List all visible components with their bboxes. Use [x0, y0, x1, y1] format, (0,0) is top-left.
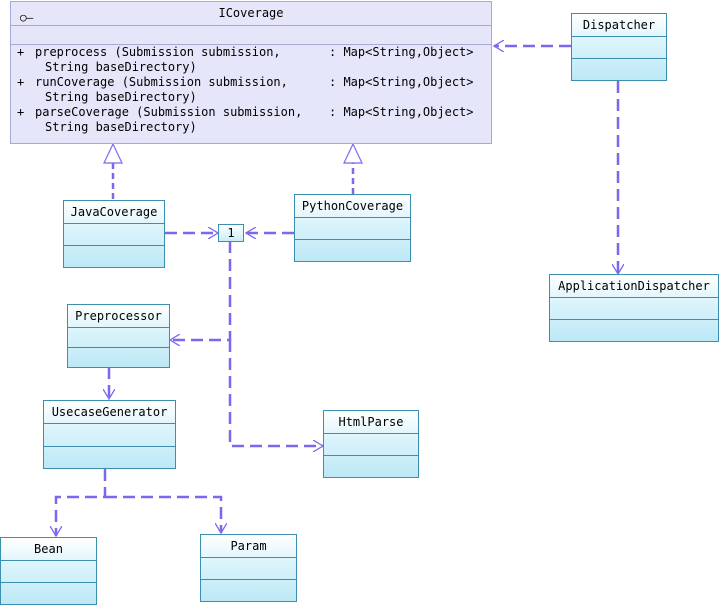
operation-preprocess: + preprocess (Submission submission, : M… [11, 45, 491, 75]
class-attributes [68, 328, 169, 348]
realization-triangle-python [343, 142, 363, 164]
class-name: PythonCoverage [295, 195, 410, 218]
class-python-coverage[interactable]: PythonCoverage [294, 194, 411, 262]
operation-name: runCoverage (Submission submission, [35, 75, 288, 89]
operation-return: : Map<String,Object> [329, 45, 474, 59]
class-name: Bean [1, 538, 96, 561]
edge-usecase-param [105, 495, 221, 533]
class-operations [550, 320, 718, 342]
class-preprocessor[interactable]: Preprocessor [67, 304, 170, 368]
class-attributes [201, 558, 296, 580]
class-operations [201, 580, 296, 602]
class-attributes [324, 434, 418, 456]
class-java-coverage[interactable]: JavaCoverage [63, 200, 165, 268]
class-operations [44, 447, 175, 469]
class-operations [64, 246, 164, 268]
operation-parsecoverage: + parseCoverage (Submission submission, … [11, 105, 491, 135]
class-name: HtmlParse [324, 411, 418, 434]
junction-node[interactable]: 1 [218, 224, 244, 242]
class-operations [1, 583, 96, 605]
class-operations [295, 240, 410, 262]
class-name: ApplicationDispatcher [550, 275, 718, 298]
operation-visibility: + [17, 75, 25, 89]
class-attributes [572, 37, 666, 59]
operation-continuation: String baseDirectory) [45, 90, 197, 104]
class-attributes [64, 224, 164, 246]
class-bean[interactable]: Bean [0, 537, 97, 605]
edge-junction-preprocessor [170, 241, 232, 340]
class-attributes [295, 218, 410, 240]
operation-visibility: + [17, 105, 25, 119]
icoverage-attributes [11, 26, 491, 45]
operation-continuation: String baseDirectory) [45, 120, 197, 134]
operation-return: : Map<String,Object> [329, 75, 474, 89]
realization-triangle-java [103, 142, 123, 164]
class-attributes [44, 424, 175, 447]
class-operations [68, 348, 169, 368]
operation-runcoverage: + runCoverage (Submission submission, : … [11, 75, 491, 105]
icoverage-interface[interactable]: ○– ICoverage + preprocess (Submission su… [10, 1, 492, 144]
class-param[interactable]: Param [200, 534, 297, 602]
icoverage-title: ICoverage [218, 6, 284, 20]
class-operations [324, 456, 418, 478]
operation-name: parseCoverage (Submission submission, [35, 105, 303, 119]
interface-lollipop-icon: ○– [20, 11, 34, 24]
class-usecase-generator[interactable]: UsecaseGenerator [43, 400, 176, 469]
class-name: Dispatcher [572, 14, 666, 37]
operation-visibility: + [17, 45, 25, 59]
class-name: Param [201, 535, 296, 558]
junction-label: 1 [227, 226, 235, 240]
edge-usecase-bean [56, 469, 107, 536]
operation-continuation: String baseDirectory) [45, 60, 197, 74]
class-name: UsecaseGenerator [44, 401, 175, 424]
class-operations [572, 59, 666, 81]
class-html-parse[interactable]: HtmlParse [323, 410, 419, 478]
class-name: JavaCoverage [64, 201, 164, 224]
class-attributes [1, 561, 96, 583]
class-application-dispatcher[interactable]: ApplicationDispatcher [549, 274, 719, 342]
operation-return: : Map<String,Object> [329, 105, 474, 119]
edge-junction-htmlparse [228, 340, 323, 446]
class-attributes [550, 298, 718, 320]
class-name: Preprocessor [68, 305, 169, 328]
operation-name: preprocess (Submission submission, [35, 45, 281, 59]
icoverage-header: ○– ICoverage [11, 2, 491, 26]
class-dispatcher[interactable]: Dispatcher [571, 13, 667, 81]
